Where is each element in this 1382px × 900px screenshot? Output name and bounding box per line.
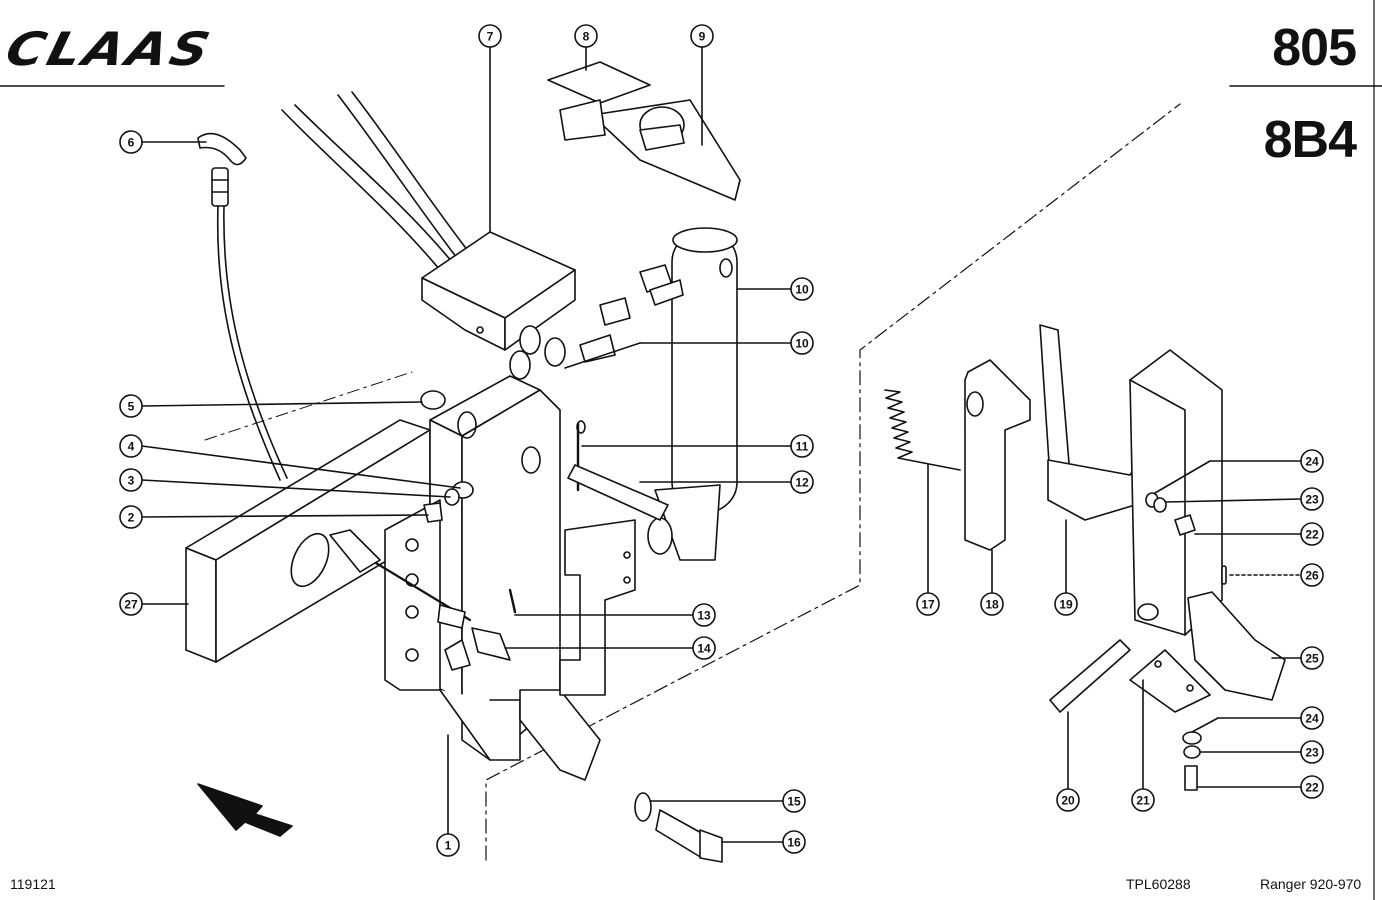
svg-text:9: 9 xyxy=(699,30,706,44)
page-number: 805 xyxy=(1272,19,1357,77)
callout-2: 2 xyxy=(119,505,429,529)
callout-20: 20 xyxy=(1056,711,1080,812)
svg-text:13: 13 xyxy=(697,609,711,623)
parts-11-14-pins xyxy=(329,420,669,671)
svg-text:5: 5 xyxy=(128,400,135,414)
svg-text:17: 17 xyxy=(921,598,935,612)
part-17-spring xyxy=(884,389,961,471)
model-name: Ranger 920-970 xyxy=(1260,876,1362,892)
callout-4: 4 xyxy=(119,434,461,489)
assembly-boundary-line xyxy=(485,103,1181,861)
callout-1: 1 xyxy=(436,734,460,857)
callout-11: 11 xyxy=(581,434,814,458)
svg-text:24: 24 xyxy=(1305,712,1319,726)
callout-23-upper: 23 xyxy=(1165,487,1324,511)
svg-text:18: 18 xyxy=(985,598,999,612)
parts-20-21-pin-plate xyxy=(1049,639,1211,713)
callout-24-upper: 24 xyxy=(1154,449,1324,494)
svg-text:1: 1 xyxy=(445,839,452,853)
parts-15-16-bolt-washer xyxy=(634,792,723,863)
callout-18: 18 xyxy=(980,549,1004,616)
part-7-valve-block xyxy=(281,91,576,380)
svg-text:25: 25 xyxy=(1305,652,1319,666)
svg-text:6: 6 xyxy=(128,136,135,150)
svg-text:11: 11 xyxy=(796,440,809,454)
svg-text:16: 16 xyxy=(787,836,801,850)
callout-19: 19 xyxy=(1054,519,1078,616)
svg-text:22: 22 xyxy=(1305,781,1319,795)
svg-text:7: 7 xyxy=(487,30,494,44)
svg-text:8: 8 xyxy=(583,30,590,44)
callout-22-upper: 22 xyxy=(1194,522,1324,546)
drawing-id: TPL60288 xyxy=(1126,876,1191,892)
callout-6: 6 xyxy=(119,130,207,154)
svg-text:24: 24 xyxy=(1305,455,1319,469)
direction-arrow-icon xyxy=(197,783,293,837)
part-27-plate xyxy=(185,371,431,663)
parts-2-5-fasteners xyxy=(420,390,474,523)
callout-7: 7 xyxy=(478,24,502,233)
part-18-hook-bracket xyxy=(964,359,1031,551)
svg-text:15: 15 xyxy=(787,795,801,809)
callout-21: 21 xyxy=(1131,679,1155,812)
svg-text:4: 4 xyxy=(128,440,135,454)
part-8-9-control-lever xyxy=(547,61,741,201)
svg-text:10: 10 xyxy=(795,283,809,297)
part-25-frame-hook xyxy=(1129,349,1286,701)
parts-22-26-fasteners xyxy=(1145,492,1227,791)
group-code: 8B4 xyxy=(1263,111,1357,169)
part-6-cable-handle xyxy=(197,132,288,481)
svg-text:2: 2 xyxy=(128,511,135,525)
svg-text:14: 14 xyxy=(697,642,711,656)
callout-23-lower: 23 xyxy=(1199,740,1324,764)
callout-15: 15 xyxy=(649,789,806,813)
callout-13: 13 xyxy=(514,603,716,627)
callout-16: 16 xyxy=(721,830,806,854)
callout-10-upper: 10 xyxy=(736,277,814,301)
svg-text:23: 23 xyxy=(1305,746,1319,760)
callout-5: 5 xyxy=(119,394,423,418)
callout-3: 3 xyxy=(119,468,451,498)
svg-text:12: 12 xyxy=(795,476,809,490)
callout-26: 26 xyxy=(1229,563,1324,587)
svg-text:3: 3 xyxy=(128,474,135,488)
svg-text:23: 23 xyxy=(1305,493,1319,507)
callout-10-lower: 10 xyxy=(564,331,814,369)
callout-22-lower: 22 xyxy=(1196,775,1324,799)
figure-id: 119121 xyxy=(10,876,56,892)
callout-8: 8 xyxy=(574,24,598,71)
svg-text:27: 27 xyxy=(124,598,138,612)
svg-text:20: 20 xyxy=(1061,794,1075,808)
callout-12: 12 xyxy=(639,470,814,494)
svg-text:21: 21 xyxy=(1136,794,1150,808)
svg-text:26: 26 xyxy=(1305,569,1319,583)
callout-9: 9 xyxy=(690,24,714,146)
svg-text:19: 19 xyxy=(1059,598,1073,612)
svg-text:10: 10 xyxy=(795,337,809,351)
part-10-hydraulic-cylinder xyxy=(579,227,738,561)
svg-text:22: 22 xyxy=(1305,528,1319,542)
callout-27: 27 xyxy=(119,592,189,616)
callout-24-lower: 24 xyxy=(1191,706,1324,733)
callout-25: 25 xyxy=(1271,646,1324,670)
callout-17: 17 xyxy=(916,464,940,616)
callout-14: 14 xyxy=(504,636,716,660)
